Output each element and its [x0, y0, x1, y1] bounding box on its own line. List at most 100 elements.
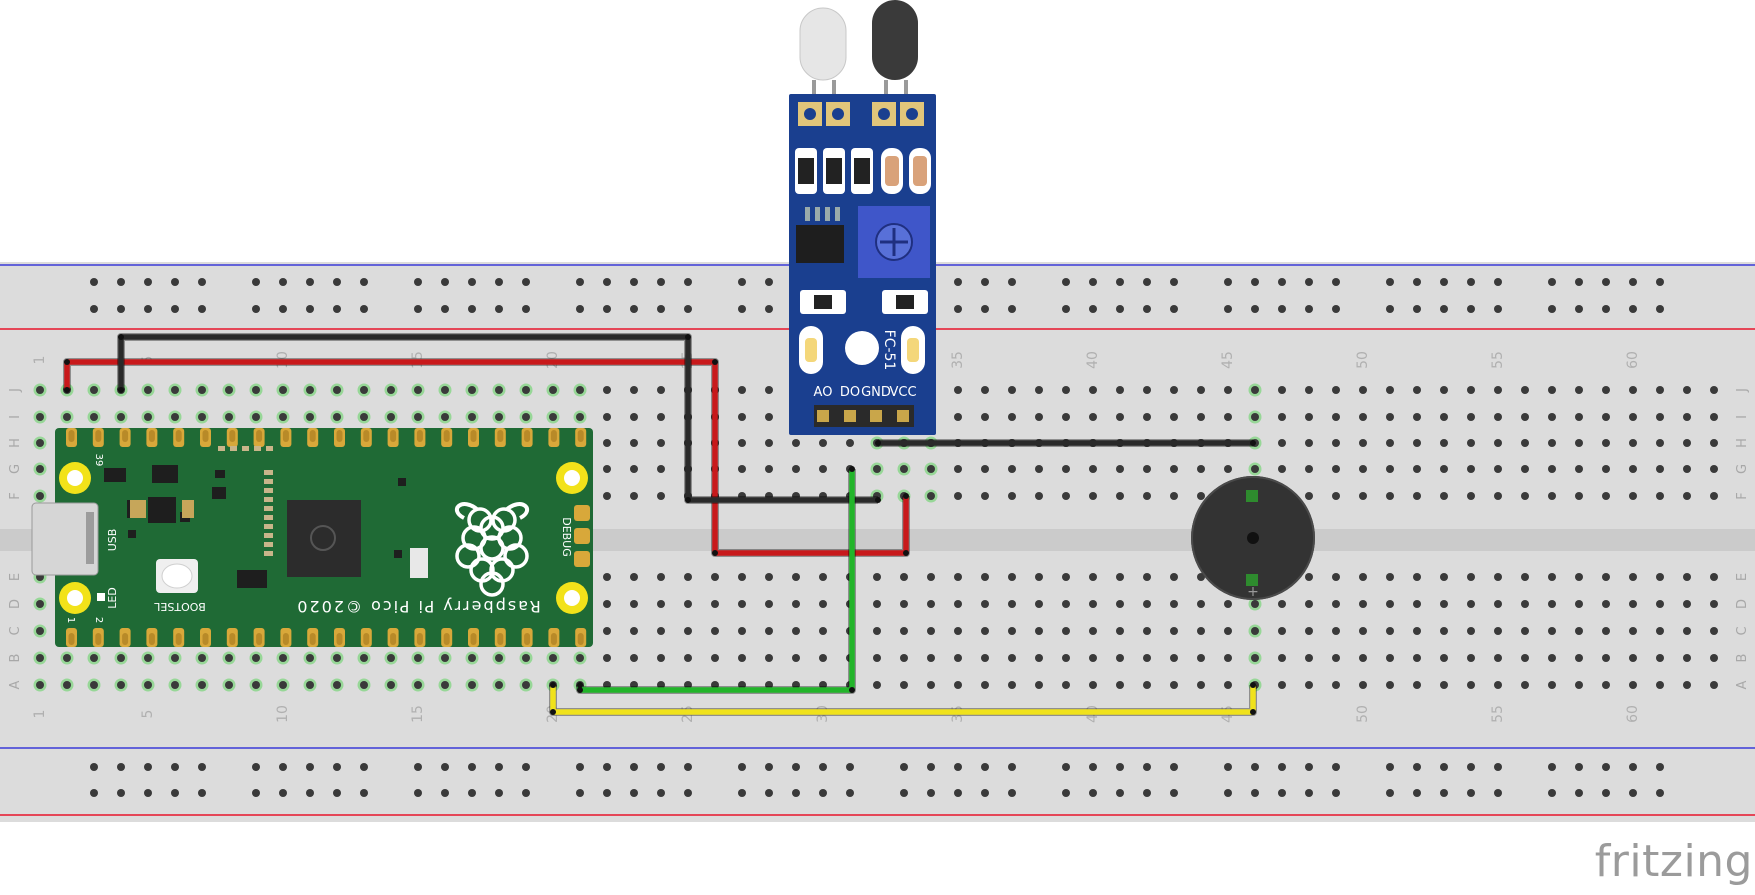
- rail-hole: [1332, 763, 1340, 771]
- terminal-hole: [468, 413, 476, 421]
- terminal-hole: [1683, 413, 1691, 421]
- terminal-hole: [927, 600, 935, 608]
- terminal-hole: [954, 386, 962, 394]
- rail-hole: [846, 763, 854, 771]
- terminal-hole: [603, 413, 611, 421]
- terminal-hole: [1143, 386, 1151, 394]
- rail-hole: [279, 789, 287, 797]
- smd-component: [148, 497, 176, 523]
- terminal-hole: [1305, 627, 1313, 635]
- terminal-hole: [1008, 627, 1016, 635]
- terminal-hole: [765, 627, 773, 635]
- terminal-hole: [1521, 600, 1529, 608]
- terminal-hole: [144, 654, 152, 662]
- terminal-hole: [1683, 681, 1691, 689]
- terminal-hole: [225, 654, 233, 662]
- ir-led-emitter: [799, 7, 847, 81]
- signal-wire-bend: [577, 687, 583, 693]
- terminal-hole: [927, 465, 935, 473]
- terminal-hole: [711, 627, 719, 635]
- fritzing-logo: fritzing: [1594, 836, 1753, 887]
- terminal-hole: [495, 386, 503, 394]
- rail-hole: [252, 305, 260, 313]
- rail-hole: [1332, 789, 1340, 797]
- pico-pin-inner: [309, 633, 316, 645]
- pin-1-label: 1: [65, 617, 76, 623]
- terminal-hole: [684, 573, 692, 581]
- terminal-hole: [1305, 413, 1313, 421]
- rail-hole: [1467, 789, 1475, 797]
- rail-hole: [117, 305, 125, 313]
- rail-hole: [792, 789, 800, 797]
- led-pad-hole: [804, 108, 816, 120]
- rail-hole: [1305, 305, 1313, 313]
- terminal-hole: [630, 465, 638, 473]
- pico-pin-inner: [148, 633, 155, 645]
- piezo-buzzer[interactable]: +: [1191, 476, 1315, 600]
- terminal-hole: [981, 573, 989, 581]
- rail-hole: [1548, 278, 1556, 286]
- terminal-hole: [1467, 600, 1475, 608]
- rail-hole: [684, 278, 692, 286]
- rail-hole: [414, 305, 422, 313]
- raspberry-drupe: [503, 543, 529, 569]
- terminal-hole: [1116, 573, 1124, 581]
- rail-hole: [1494, 278, 1502, 286]
- terminal-hole: [1440, 681, 1448, 689]
- terminal-hole: [1386, 681, 1394, 689]
- terminal-hole: [144, 413, 152, 421]
- buzzer-pin: [1246, 490, 1258, 502]
- pico-pin-inner: [524, 430, 531, 442]
- row-label: I: [1735, 415, 1750, 419]
- terminal-hole: [198, 413, 206, 421]
- rail-hole: [414, 278, 422, 286]
- column-number: 55: [1490, 705, 1506, 723]
- terminal-hole: [1683, 439, 1691, 447]
- terminal-hole: [1062, 413, 1070, 421]
- rail-hole: [1170, 278, 1178, 286]
- terminal-hole: [1710, 681, 1718, 689]
- smd-resistor: [264, 497, 273, 502]
- rp2040-chip: [287, 500, 361, 577]
- buzzer-pin: [1246, 574, 1258, 586]
- terminal-hole: [1467, 681, 1475, 689]
- terminal-hole: [1521, 654, 1529, 662]
- pico-pin-inner: [390, 633, 397, 645]
- terminal-hole: [1494, 492, 1502, 500]
- terminal-hole: [1602, 492, 1610, 500]
- column-number: 45: [1220, 351, 1236, 369]
- rail-hole: [684, 789, 692, 797]
- terminal-hole: [1440, 627, 1448, 635]
- rail-hole: [927, 763, 935, 771]
- vcc-wire-bend: [64, 359, 70, 365]
- status-led: [97, 593, 105, 601]
- gnd-wire-bend: [685, 334, 691, 340]
- terminal-hole: [711, 573, 719, 581]
- terminal-hole: [684, 681, 692, 689]
- terminal-hole: [1170, 573, 1178, 581]
- terminal-hole: [549, 654, 557, 662]
- terminal-hole: [1440, 439, 1448, 447]
- terminal-hole: [1197, 386, 1205, 394]
- terminal-hole: [954, 627, 962, 635]
- row-label: E: [1735, 573, 1750, 581]
- terminal-hole: [117, 681, 125, 689]
- terminal-hole: [1035, 465, 1043, 473]
- rail-hole: [1413, 763, 1421, 771]
- wires[interactable]: [63, 333, 1257, 716]
- terminal-hole: [1656, 439, 1664, 447]
- terminal-hole: [1197, 627, 1205, 635]
- rail-hole: [1386, 305, 1394, 313]
- terminal-hole: [1629, 681, 1637, 689]
- column-number: 60: [1625, 705, 1641, 723]
- terminal-hole: [387, 654, 395, 662]
- terminal-hole: [1332, 681, 1340, 689]
- chip-logo: [310, 525, 336, 551]
- terminal-hole: [1413, 492, 1421, 500]
- terminal-hole: [1548, 654, 1556, 662]
- rail-hole: [765, 278, 773, 286]
- terminal-hole: [684, 627, 692, 635]
- terminal-hole: [765, 600, 773, 608]
